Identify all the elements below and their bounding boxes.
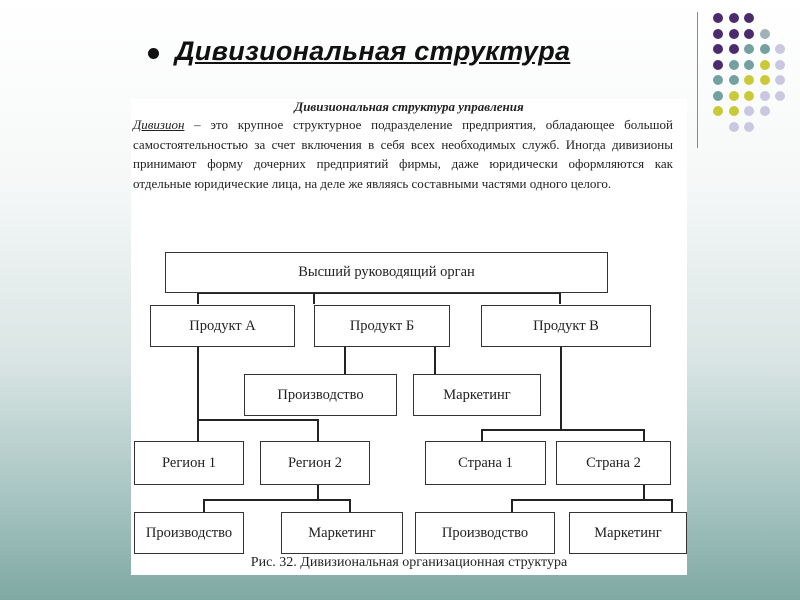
decorative-dot bbox=[728, 59, 739, 70]
connector bbox=[511, 499, 673, 501]
connector bbox=[481, 429, 645, 431]
decorative-dot bbox=[744, 106, 754, 116]
connector bbox=[560, 346, 562, 429]
decorative-dot bbox=[775, 90, 785, 101]
decorative-dot bbox=[744, 121, 754, 132]
definition-paragraph: Дивизион – это крупное структурное подра… bbox=[133, 115, 673, 193]
decorative-dot bbox=[713, 90, 723, 101]
slide-title: Дивизиональная структура bbox=[175, 36, 571, 66]
connector bbox=[317, 485, 319, 499]
decorative-dot bbox=[744, 75, 754, 85]
decorative-dot bbox=[744, 13, 754, 23]
bullet-icon bbox=[148, 48, 159, 59]
connector bbox=[481, 429, 483, 441]
node-product-v: Продукт В bbox=[481, 305, 651, 347]
diagram-panel: Дивизиональная структура управления Диви… bbox=[131, 99, 687, 575]
node-production-left: Производство bbox=[134, 512, 244, 554]
decorative-dot bbox=[775, 75, 785, 85]
decorative-dot bbox=[759, 28, 770, 39]
connector bbox=[349, 499, 351, 512]
node-marketing-mid: Маркетинг bbox=[413, 374, 541, 416]
decorative-dot bbox=[728, 28, 739, 39]
decorative-dot bbox=[744, 90, 754, 101]
decorative-dot bbox=[744, 44, 754, 54]
connector bbox=[511, 499, 513, 512]
connector bbox=[197, 292, 561, 294]
connector bbox=[559, 292, 561, 304]
node-region-2: Регион 2 bbox=[260, 441, 370, 485]
definition-text: – это крупное структурное подразделение … bbox=[133, 117, 673, 191]
decorative-dot bbox=[713, 28, 723, 39]
connector bbox=[643, 429, 645, 441]
decorative-dot bbox=[728, 75, 739, 85]
decorative-dot bbox=[713, 59, 723, 70]
node-top-management: Высший руководящий орган bbox=[165, 252, 608, 293]
decorative-dot bbox=[775, 59, 785, 70]
node-country-1: Страна 1 bbox=[425, 441, 546, 485]
node-production-mid: Производство bbox=[244, 374, 397, 416]
decorative-dot bbox=[728, 106, 739, 116]
connector bbox=[434, 346, 436, 374]
decorative-dot bbox=[744, 28, 754, 39]
connector bbox=[203, 499, 205, 512]
decorative-dot bbox=[713, 44, 723, 54]
decorative-dot bbox=[713, 13, 723, 23]
connector bbox=[344, 346, 346, 374]
decorative-dot bbox=[775, 44, 785, 54]
node-marketing-left: Маркетинг bbox=[281, 512, 403, 554]
decorative-divider bbox=[697, 12, 698, 148]
connector bbox=[643, 485, 645, 499]
node-marketing-right: Маркетинг bbox=[569, 512, 687, 554]
decorative-dot bbox=[759, 106, 770, 116]
connector bbox=[671, 499, 673, 512]
connector bbox=[197, 419, 319, 421]
node-product-b: Продукт Б bbox=[314, 305, 450, 347]
decorative-dot bbox=[728, 121, 739, 132]
decorative-dot bbox=[744, 59, 754, 70]
node-product-a: Продукт А bbox=[150, 305, 295, 347]
decorative-dot bbox=[759, 90, 770, 101]
connector bbox=[197, 292, 199, 304]
decorative-dot bbox=[728, 13, 739, 23]
decorative-dot bbox=[713, 75, 723, 85]
definition-term: Дивизион bbox=[133, 117, 185, 132]
connector bbox=[313, 292, 315, 304]
decorative-dot bbox=[759, 59, 770, 70]
node-country-2: Страна 2 bbox=[556, 441, 671, 485]
panel-heading: Дивизиональная структура управления bbox=[294, 99, 524, 114]
decorative-dot bbox=[759, 75, 770, 85]
connector bbox=[197, 346, 199, 441]
decorative-dot bbox=[759, 44, 770, 54]
figure-caption: Рис. 32. Дивизиональная организационная … bbox=[250, 555, 568, 570]
slide-title-row: Дивизиональная структура bbox=[148, 36, 570, 67]
node-production-right: Производство bbox=[415, 512, 555, 554]
decorative-dot bbox=[728, 90, 739, 101]
decorative-dot bbox=[713, 106, 723, 116]
connector bbox=[203, 499, 351, 501]
connector bbox=[317, 419, 319, 441]
node-region-1: Регион 1 bbox=[134, 441, 244, 485]
decorative-dot bbox=[728, 44, 739, 54]
